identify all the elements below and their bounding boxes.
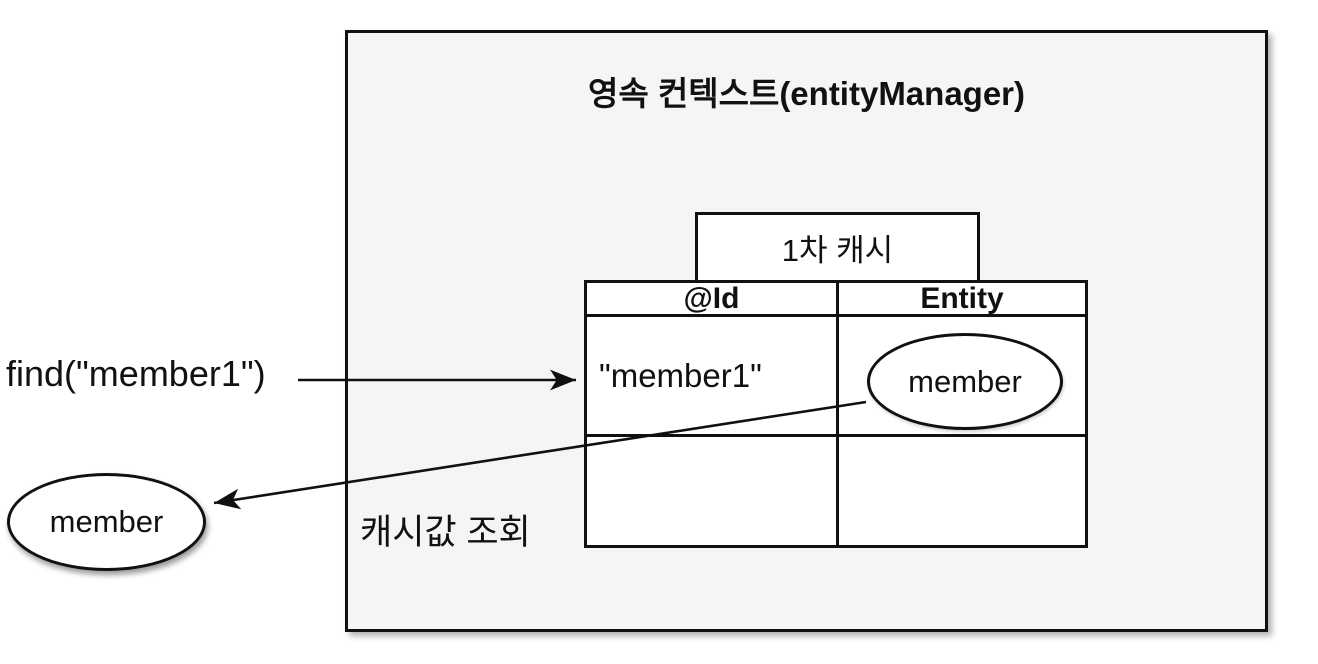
first-level-cache-label: 1차 캐시 bbox=[781, 233, 894, 268]
entity-member-label: member bbox=[908, 363, 1022, 399]
result-member-ellipse: member bbox=[7, 473, 206, 571]
persistence-context-title: 영속 컨텍스트(entityManager) bbox=[587, 75, 1026, 112]
entity-member-ellipse: member bbox=[867, 333, 1063, 430]
cache-lookup-label: 캐시값 조회 bbox=[360, 513, 531, 552]
cache-table-header-id: @Id bbox=[587, 282, 839, 317]
result-member-label: member bbox=[49, 504, 164, 539]
cache-table-cell-entity-row2 bbox=[839, 437, 1085, 545]
cache-table-cell-entity-row1 bbox=[839, 317, 1085, 437]
cache-table-cell-id-row2 bbox=[587, 437, 839, 545]
find-call-label: find("member1") bbox=[6, 353, 266, 394]
cache-table-header-entity: Entity bbox=[839, 282, 1085, 317]
first-level-cache-box: 1차 캐시 bbox=[695, 212, 980, 283]
cache-table-cell-id-row1: "member1" bbox=[587, 317, 839, 437]
